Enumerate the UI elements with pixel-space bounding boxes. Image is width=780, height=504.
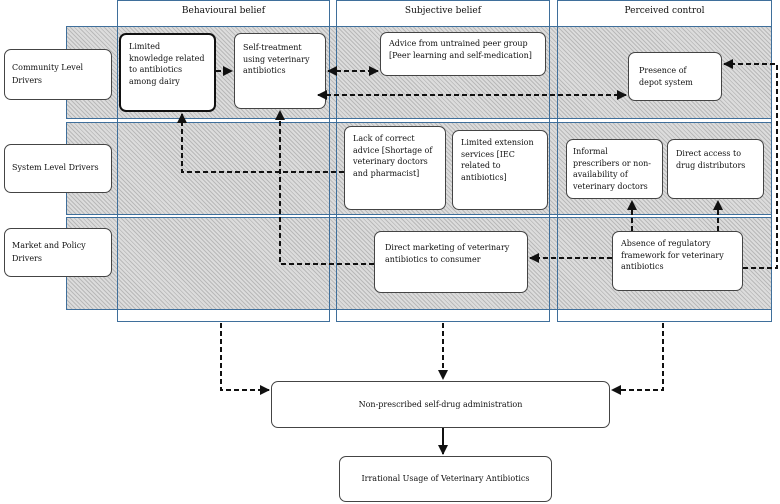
node-informal-prescribers: Informal prescribers or non-availability… (566, 139, 663, 199)
node-limited-knowledge: Limited knowledge related to antibiotics… (119, 33, 216, 112)
node-direct-marketing: Direct marketing of veterinary antibioti… (374, 231, 528, 293)
node-advice-untrained: Advice from untrained peer group [Peer l… (380, 32, 546, 76)
node-depot-system: Presence of depot system (628, 52, 722, 101)
node-lack-of-advice: Lack of correct advice [Shortage of vete… (344, 126, 446, 210)
arrow-behavioural-to-nonprescribed (220, 323, 270, 395)
node-limited-extension: Limited extension services [IEC related … (452, 130, 548, 210)
node-non-prescribed: Non-prescribed self-drug administration (271, 381, 610, 428)
node-self-treatment: Self-treatment using veterinary antibiot… (234, 33, 326, 109)
node-absence-framework: Absence of regulatory framework for vete… (612, 231, 743, 291)
column-header-perceived: Perceived control (624, 6, 705, 16)
column-header-behavioural: Behavioural belief (181, 6, 266, 16)
node-direct-access: Direct access to drug distributors (667, 139, 764, 199)
column-header-subjective: Subjective belief (404, 6, 482, 16)
row-label-community: Community Level Drivers (4, 49, 112, 100)
row-label-market: Market and Policy Drivers (4, 228, 112, 277)
arrow-perceived-to-nonprescribed (611, 323, 664, 395)
node-irrational-usage: Irrational Usage of Veterinary Antibioti… (339, 456, 552, 502)
row-label-system: System Level Drivers (4, 144, 112, 193)
